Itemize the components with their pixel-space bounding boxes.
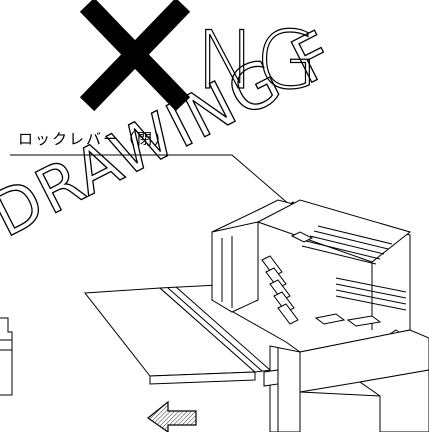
base-board xyxy=(263,329,429,432)
lock-lever-label: ロックレバー（閉） xyxy=(18,130,171,148)
left-partial-connector xyxy=(0,317,13,396)
left-arrow-icon xyxy=(146,400,197,432)
ng-label: NG xyxy=(196,14,318,107)
connector-housing xyxy=(211,199,412,363)
x-cross-icon xyxy=(79,0,191,112)
